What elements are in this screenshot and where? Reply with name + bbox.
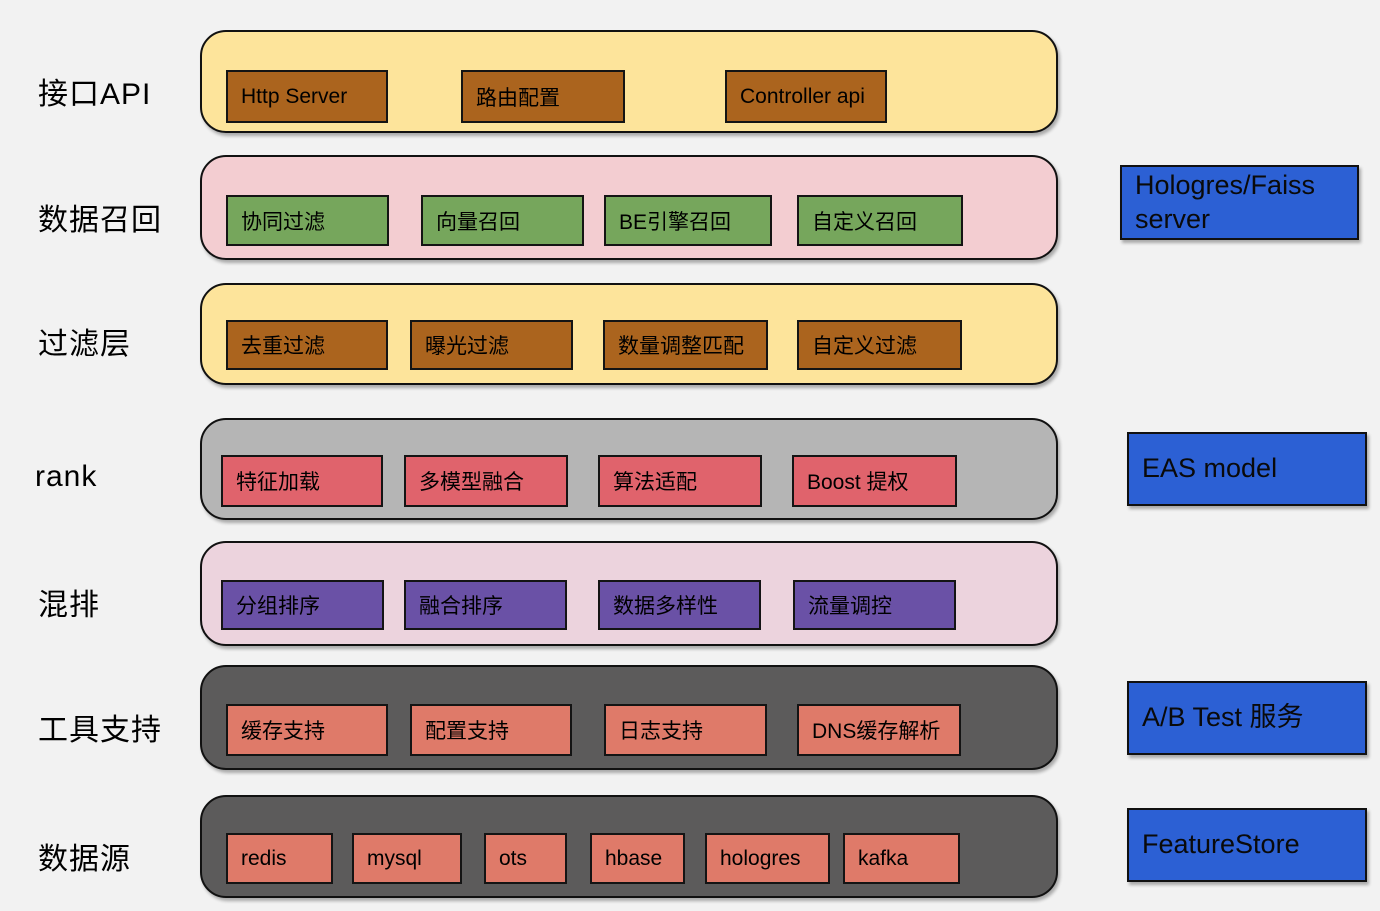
row-label-tools: 工具支持 [38,714,162,747]
node-tools-3: DNS缓存解析 [797,704,961,756]
node-filter-2: 数量调整匹配 [603,320,768,370]
node-datasource-3: hbase [590,833,685,884]
row-label-rank: rank [35,460,98,493]
node-api-2: Controller api [725,70,887,123]
node-tools-2: 日志支持 [604,704,767,756]
node-recall-3: 自定义召回 [797,195,963,246]
row-label-recall: 数据召回 [38,204,162,237]
node-rank-2: 算法适配 [598,455,762,507]
row-label-datasource: 数据源 [38,843,131,876]
side-box-ab-test-service: A/B Test 服务 [1127,681,1367,755]
row-label-api: 接口API [38,78,152,111]
node-filter-1: 曝光过滤 [410,320,573,370]
row-label-mix: 混排 [38,589,100,622]
side-box-eas-model: EAS model [1127,432,1367,506]
node-api-1: 路由配置 [461,70,625,123]
node-mix-0: 分组排序 [221,580,384,630]
node-rank-0: 特征加载 [221,455,383,507]
node-rank-3: Boost 提权 [792,455,957,507]
node-tools-0: 缓存支持 [226,704,388,756]
node-datasource-2: ots [484,833,567,884]
node-tools-1: 配置支持 [410,704,572,756]
node-filter-0: 去重过滤 [226,320,388,370]
node-mix-2: 数据多样性 [598,580,761,630]
node-datasource-1: mysql [352,833,462,884]
node-api-0: Http Server [226,70,388,123]
node-datasource-0: redis [226,833,333,884]
node-mix-3: 流量调控 [793,580,956,630]
node-filter-3: 自定义过滤 [797,320,962,370]
node-rank-1: 多模型融合 [404,455,568,507]
node-datasource-4: hologres [705,833,830,884]
side-box-feature-store: FeatureStore [1127,808,1367,882]
node-recall-2: BE引擎召回 [604,195,772,246]
node-mix-1: 融合排序 [404,580,567,630]
side-box-hologres-faiss-server: Hologres/Faiss server [1120,165,1359,240]
node-datasource-5: kafka [843,833,960,884]
row-label-filter: 过滤层 [38,328,131,361]
node-recall-1: 向量召回 [421,195,584,246]
node-recall-0: 协同过滤 [226,195,389,246]
